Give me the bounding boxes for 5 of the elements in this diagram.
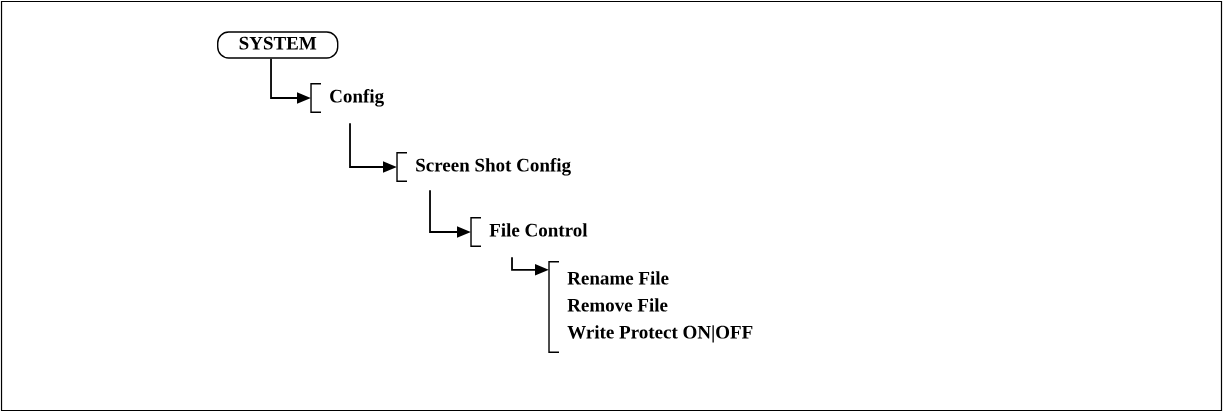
menu-bracket: File Control — [470, 217, 588, 247]
menu-bracket: Rename File Remove File Write Protect ON|OFF — [548, 261, 753, 353]
menu-bracket: Screen Shot Config — [396, 152, 571, 182]
menu-bracket: Config — [310, 83, 384, 113]
rounded-box: SYSTEM — [217, 31, 339, 59]
